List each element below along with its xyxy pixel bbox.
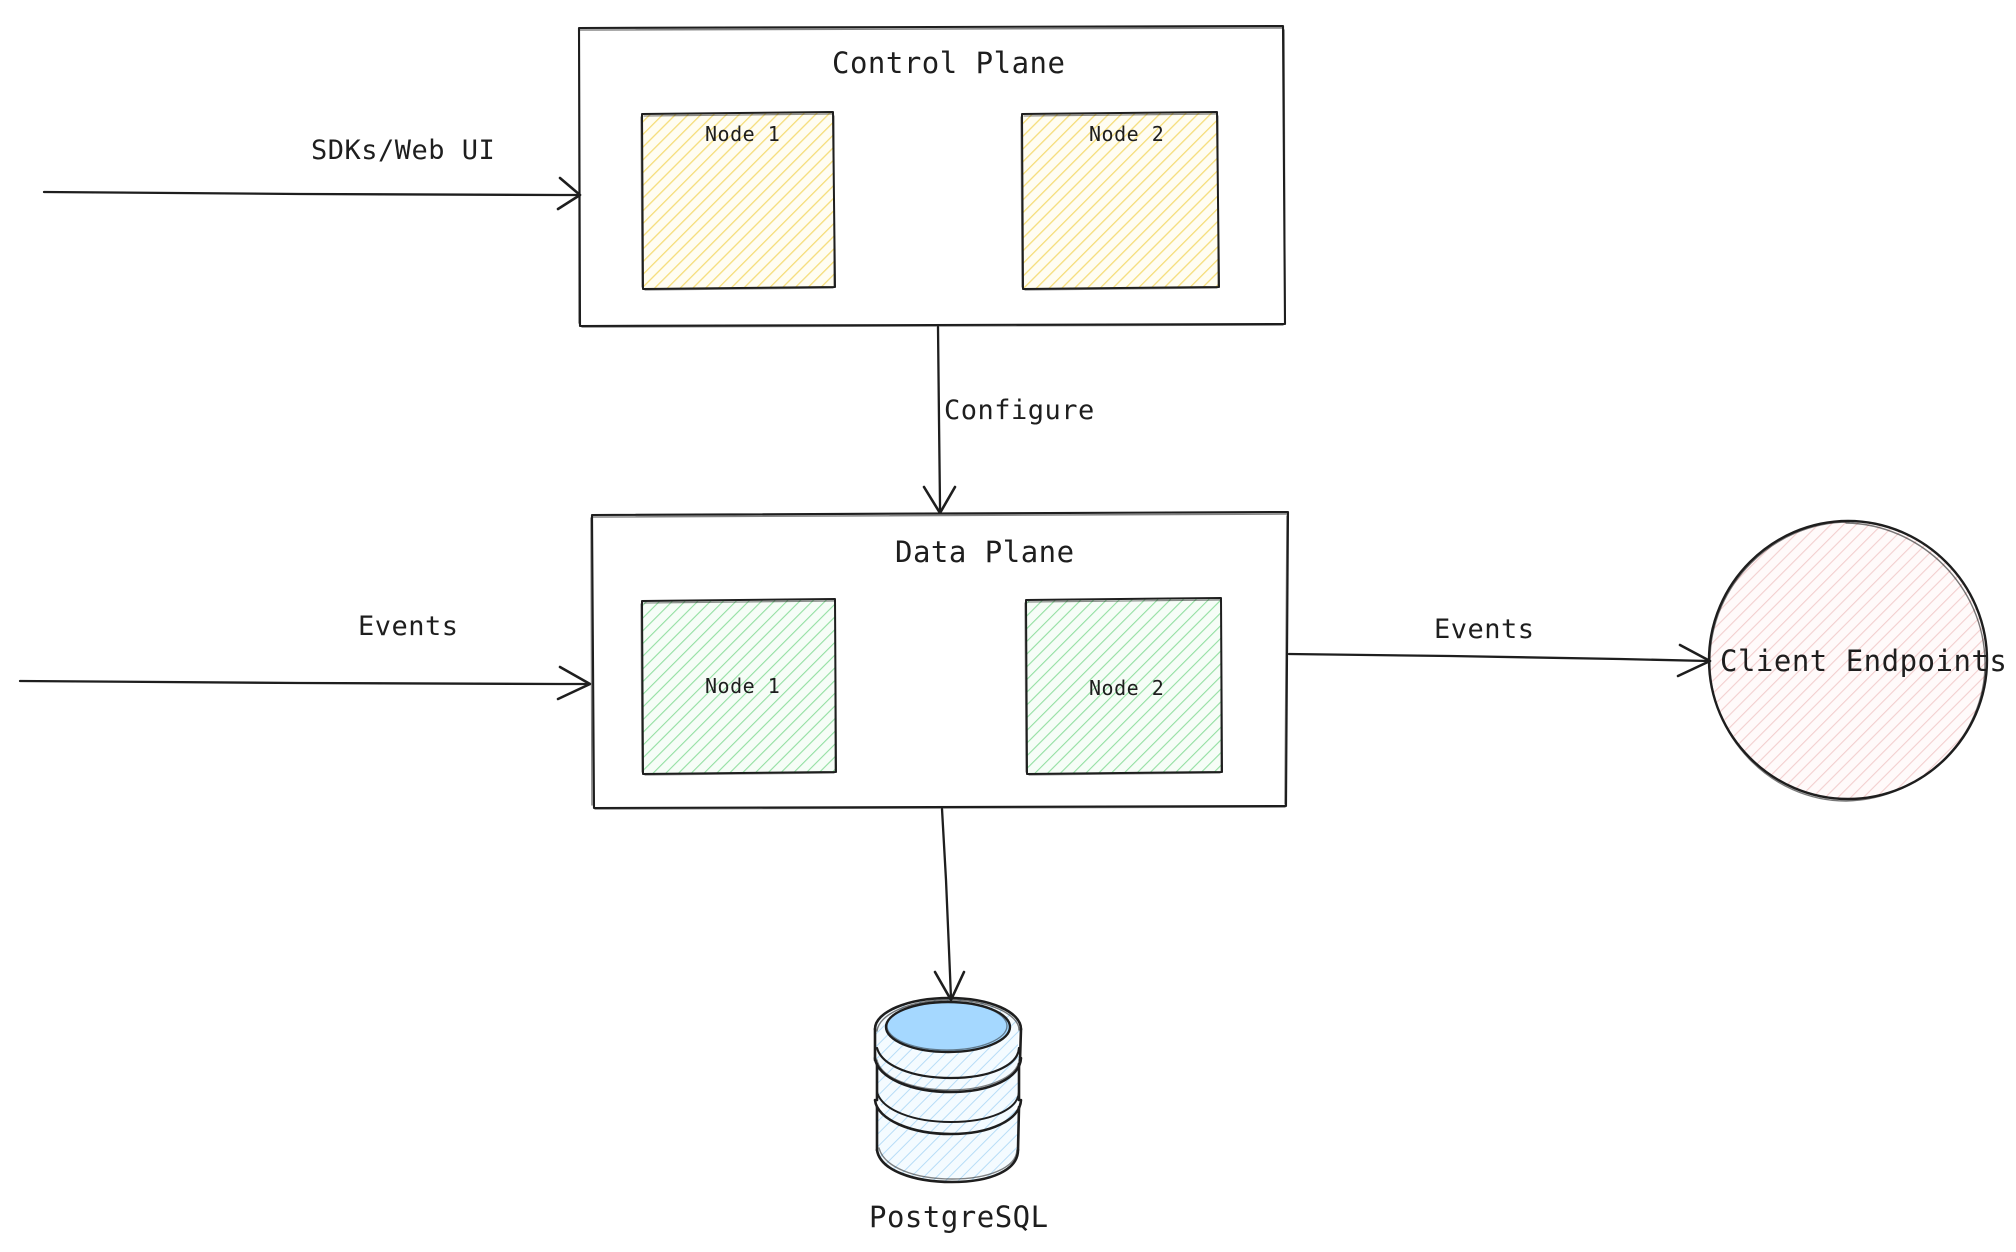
edge-configure <box>922 325 957 515</box>
client-endpoints-shape[interactable] <box>1707 519 1989 802</box>
database-shape[interactable] <box>873 996 1023 1184</box>
edge-persist <box>933 807 966 1002</box>
data-plane-node-2-box[interactable] <box>1024 597 1223 776</box>
edge-events-out <box>1287 643 1712 678</box>
edge-sdks-web-ui <box>42 176 582 211</box>
control-plane-node-1-box[interactable] <box>640 111 836 291</box>
control-plane-node-2-box[interactable] <box>1020 111 1220 291</box>
data-plane-container[interactable] <box>590 510 1290 810</box>
data-plane-node-1-box[interactable] <box>640 598 837 776</box>
edge-events-in <box>18 665 592 701</box>
control-plane-container[interactable] <box>577 24 1287 328</box>
